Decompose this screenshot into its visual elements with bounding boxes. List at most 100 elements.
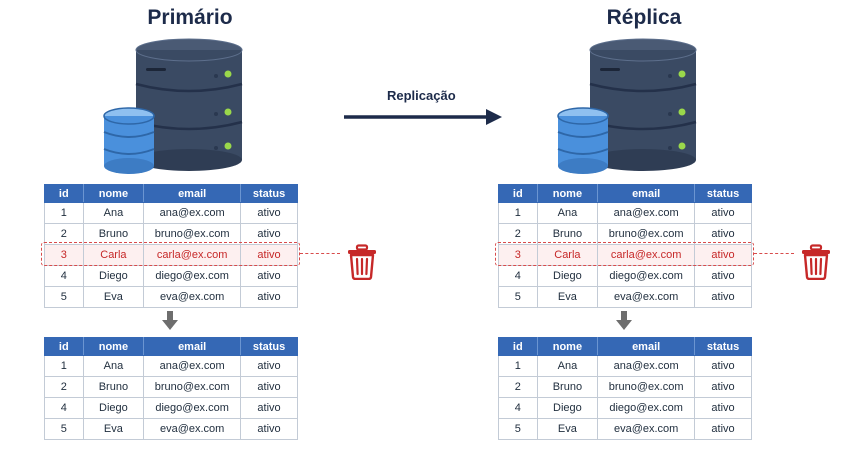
cell-id: 4 (44, 397, 84, 419)
cell-status: ativo (694, 397, 752, 419)
column-header-id: id (44, 337, 84, 356)
table-header-row: id nome email status (498, 337, 752, 356)
cell-nome: Carla (536, 244, 599, 266)
cell-status: ativo (694, 418, 752, 440)
replication-label: Replicação (387, 88, 456, 103)
cell-status: ativo (240, 244, 298, 266)
primary-table-after: id nome email status 1 Ana ana@ex.com at… (44, 337, 298, 440)
column-header-id: id (44, 184, 84, 203)
cell-id: 3 (498, 244, 538, 266)
table-row: 2 Bruno bruno@ex.com ativo (498, 223, 752, 245)
replica-table-before: id nome email status 1 Ana ana@ex.com at… (498, 184, 752, 308)
cell-nome: Eva (82, 286, 145, 308)
column-header-nome: nome (536, 337, 599, 356)
cell-email: diego@ex.com (597, 397, 696, 419)
table-row: 5 Eva eva@ex.com ativo (498, 418, 752, 440)
cell-nome: Bruno (82, 376, 145, 398)
column-header-email: email (143, 184, 242, 203)
cell-id: 5 (498, 286, 538, 308)
cell-status: ativo (694, 355, 752, 377)
deleted-table-row: 3 Carla carla@ex.com ativo (498, 244, 752, 266)
cell-status: ativo (694, 286, 752, 308)
cell-nome: Ana (536, 355, 599, 377)
cell-email: bruno@ex.com (597, 376, 696, 398)
cell-status: ativo (694, 265, 752, 287)
cell-email: bruno@ex.com (143, 376, 242, 398)
table-header-row: id nome email status (44, 184, 298, 203)
replica-table-after: id nome email status 1 Ana ana@ex.com at… (498, 337, 752, 440)
cell-nome: Ana (536, 202, 599, 224)
table-row: 5 Eva eva@ex.com ativo (498, 286, 752, 308)
cell-email: carla@ex.com (597, 244, 696, 266)
column-header-id: id (498, 337, 538, 356)
cell-nome: Diego (536, 397, 599, 419)
cell-id: 2 (44, 376, 84, 398)
table-row: 1 Ana ana@ex.com ativo (498, 202, 752, 224)
cell-id: 5 (44, 418, 84, 440)
cell-status: ativo (240, 397, 298, 419)
cell-status: ativo (240, 265, 298, 287)
replica-panel: Réplica (454, 0, 846, 464)
cell-status: ativo (694, 202, 752, 224)
column-header-nome: nome (82, 184, 145, 203)
table-row: 1 Ana ana@ex.com ativo (44, 202, 298, 224)
cell-email: ana@ex.com (597, 202, 696, 224)
cell-email: ana@ex.com (143, 355, 242, 377)
trash-icon (346, 244, 378, 285)
table-header-row: id nome email status (44, 337, 298, 356)
cell-status: ativo (240, 223, 298, 245)
cell-email: eva@ex.com (597, 418, 696, 440)
database-cylinder-icon (103, 107, 155, 174)
deleted-table-row: 3 Carla carla@ex.com ativo (44, 244, 298, 266)
cell-email: bruno@ex.com (597, 223, 696, 245)
cell-id: 4 (498, 265, 538, 287)
table-row: 2 Bruno bruno@ex.com ativo (498, 376, 752, 398)
column-header-nome: nome (536, 184, 599, 203)
cell-nome: Eva (82, 418, 145, 440)
table-row: 1 Ana ana@ex.com ativo (498, 355, 752, 377)
cell-email: diego@ex.com (597, 265, 696, 287)
cell-id: 3 (44, 244, 84, 266)
table-header-row: id nome email status (498, 184, 752, 203)
primary-panel: Primário (0, 0, 420, 464)
cell-id: 5 (44, 286, 84, 308)
cell-id: 1 (498, 202, 538, 224)
cell-email: diego@ex.com (143, 265, 242, 287)
replication-arrow-icon (344, 107, 504, 132)
cell-status: ativo (240, 376, 298, 398)
cell-nome: Diego (536, 265, 599, 287)
cell-status: ativo (694, 376, 752, 398)
table-row: 4 Diego diego@ex.com ativo (44, 397, 298, 419)
cell-id: 2 (44, 223, 84, 245)
cell-nome: Eva (536, 286, 599, 308)
cell-nome: Bruno (536, 223, 599, 245)
cell-email: diego@ex.com (143, 397, 242, 419)
trash-icon (800, 244, 832, 285)
table-row: 2 Bruno bruno@ex.com ativo (44, 223, 298, 245)
cell-nome: Diego (82, 397, 145, 419)
cell-status: ativo (240, 286, 298, 308)
cell-nome: Bruno (82, 223, 145, 245)
cell-id: 2 (498, 223, 538, 245)
cell-email: eva@ex.com (143, 418, 242, 440)
cell-id: 1 (44, 202, 84, 224)
arrow-down-icon (616, 311, 632, 336)
cell-email: eva@ex.com (143, 286, 242, 308)
database-server-icon (96, 36, 266, 181)
delete-connector-line (300, 253, 340, 254)
table-row: 4 Diego diego@ex.com ativo (44, 265, 298, 287)
cell-status: ativo (240, 202, 298, 224)
cell-status: ativo (240, 418, 298, 440)
primary-table-before: id nome email status 1 Ana ana@ex.com at… (44, 184, 298, 308)
cell-id: 1 (44, 355, 84, 377)
column-header-status: status (694, 184, 752, 203)
column-header-status: status (240, 184, 298, 203)
cell-nome: Eva (536, 418, 599, 440)
column-header-status: status (240, 337, 298, 356)
column-header-status: status (694, 337, 752, 356)
delete-connector-line (754, 253, 794, 254)
cell-email: carla@ex.com (143, 244, 242, 266)
cell-nome: Carla (82, 244, 145, 266)
cell-nome: Bruno (536, 376, 599, 398)
primary-title: Primário (147, 6, 233, 29)
